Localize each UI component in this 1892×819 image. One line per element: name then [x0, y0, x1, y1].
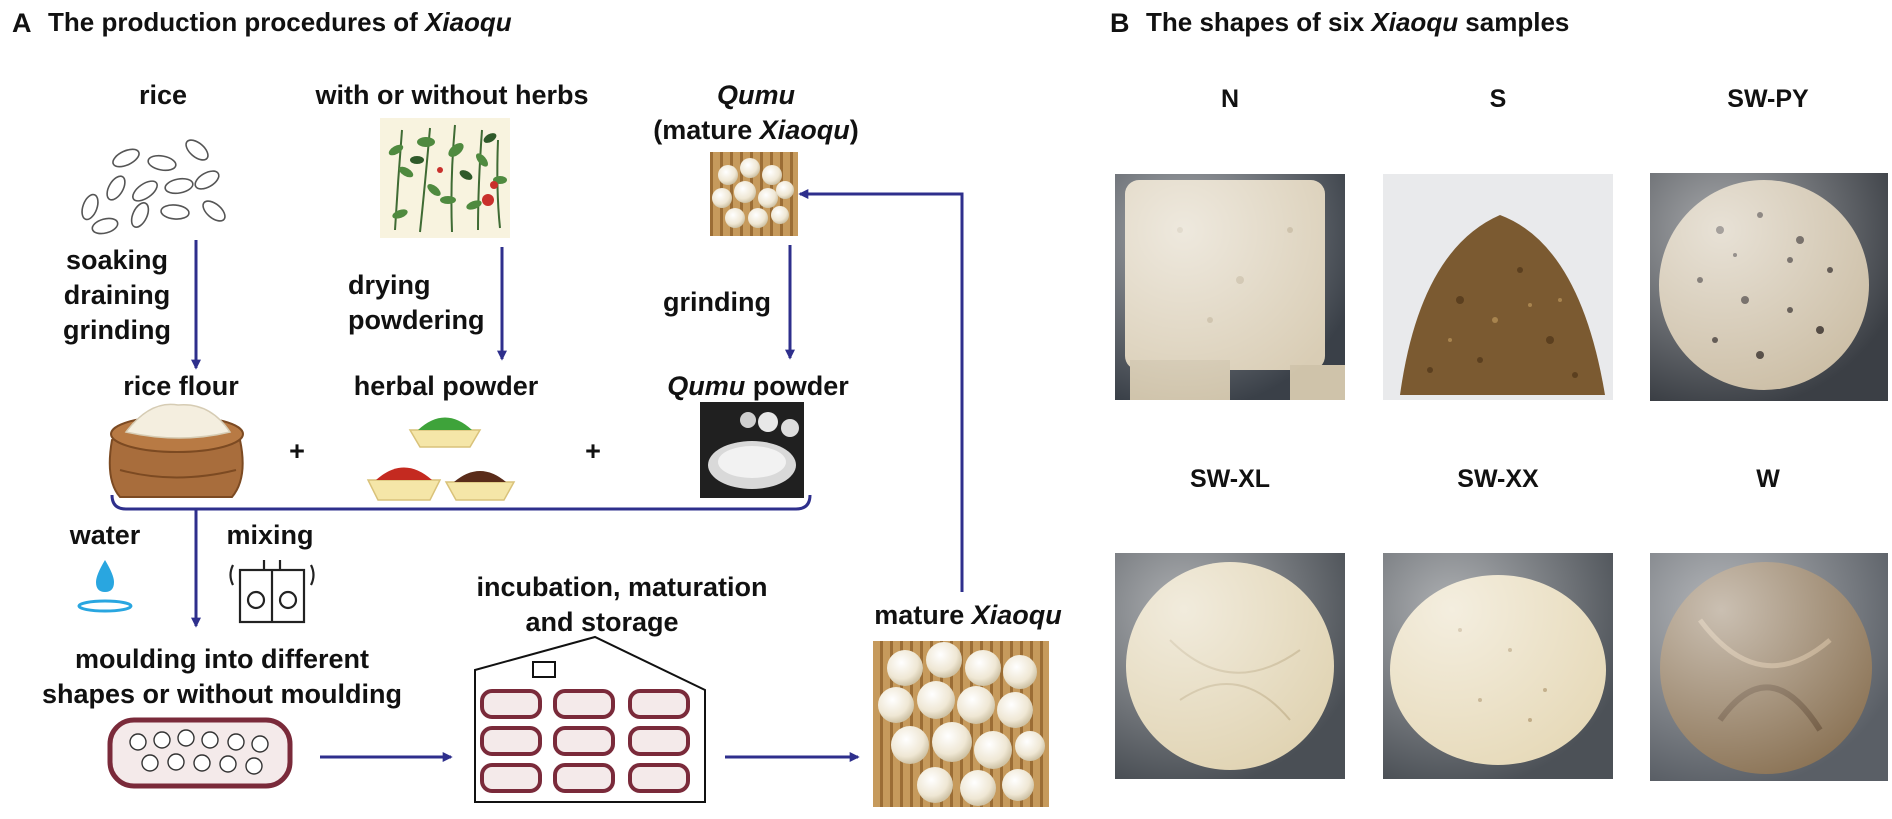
- powdering-label: powdering: [348, 305, 485, 335]
- sample-grid: N S SW-PY SW-XL SW-XX W: [1115, 85, 1888, 781]
- sample-image-sw-py: [1650, 173, 1888, 401]
- panel-a-letter: A: [12, 8, 32, 38]
- qumu-label: Qumu: [717, 80, 796, 110]
- qumu-powder-label: Qumu powder: [667, 371, 849, 401]
- sample-label-sw-py: SW-PY: [1727, 85, 1809, 113]
- rice-flour-label: rice flour: [123, 371, 239, 401]
- incubation-room-image: [474, 635, 706, 803]
- herbs-label: with or without herbs: [315, 80, 589, 110]
- sample-label-w: W: [1756, 465, 1780, 493]
- qumu-balls-image: [710, 152, 798, 236]
- panel-b-title: The shapes of six Xiaoqu samples: [1146, 7, 1569, 37]
- mixing-label: mixing: [226, 520, 313, 550]
- sample-image-sw-xx: [1383, 553, 1613, 779]
- moulding-label-2: shapes or without moulding: [42, 679, 402, 709]
- rice-label: rice: [139, 80, 187, 110]
- draining-label: draining: [64, 280, 171, 310]
- water-drop-icon: [77, 560, 133, 613]
- sample-label-sw-xx: SW-XX: [1457, 465, 1539, 493]
- moulding-basket-image: [107, 717, 293, 789]
- plus-sign-1: +: [289, 436, 305, 466]
- drying-label: drying: [348, 270, 431, 300]
- rice-grains-illustration: [81, 139, 226, 235]
- soaking-label: soaking: [66, 245, 168, 275]
- plus-sign-2: +: [585, 436, 601, 466]
- grinding-label: grinding: [63, 315, 171, 345]
- mixing-bracket: [110, 494, 812, 511]
- incubation-label-1: incubation, maturation: [476, 572, 767, 602]
- moulding-label-1: moulding into different: [75, 644, 369, 674]
- sample-label-s: S: [1490, 85, 1507, 113]
- qumu-sub-label: (mature Xiaoqu): [653, 115, 859, 145]
- water-label: water: [69, 520, 141, 550]
- rice-flour-sack-image: [108, 403, 244, 498]
- sample-image-w: [1650, 553, 1888, 781]
- sample-image-sw-xl: [1115, 553, 1345, 779]
- herbs-illustration: [380, 118, 510, 238]
- panel-b-letter: B: [1110, 8, 1130, 38]
- sample-label-n: N: [1221, 85, 1239, 113]
- sample-image-s: [1383, 174, 1613, 400]
- grinding-qumu-label: grinding: [663, 287, 771, 317]
- panel-a-title: The production procedures of Xiaoqu: [48, 7, 512, 37]
- sample-image-n: [1115, 174, 1345, 400]
- qumu-powder-image: [700, 402, 804, 498]
- mature-xiaoqu-label: mature Xiaoqu: [874, 600, 1062, 630]
- herbal-powder-label: herbal powder: [354, 371, 539, 401]
- herbal-powder-bowls-image: [366, 417, 516, 501]
- incubation-label-2: and storage: [525, 607, 678, 637]
- arrow-mature-back-to-qumu: [798, 189, 964, 592]
- sample-label-sw-xl: SW-XL: [1190, 465, 1270, 493]
- mixer-machine-icon: [229, 560, 315, 624]
- mature-xiaoqu-image: [873, 641, 1049, 807]
